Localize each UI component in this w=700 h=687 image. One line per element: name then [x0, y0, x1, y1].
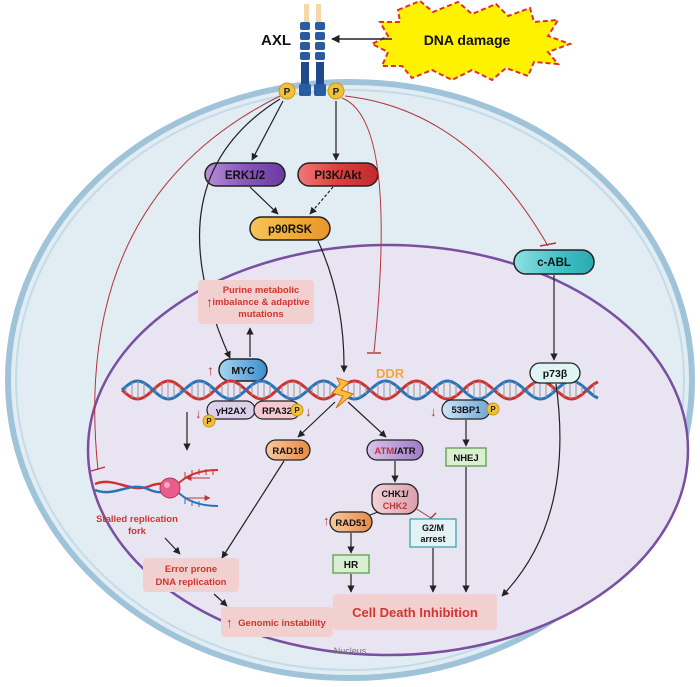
fork-label-line2: fork: [128, 526, 147, 537]
axl-inhibits-fork-line: [94, 95, 281, 471]
rad18-to-errorprone-arrow: [221, 460, 285, 559]
atm-label: ATM: [374, 446, 394, 457]
svg-text:RAD18: RAD18: [272, 446, 303, 457]
purine-up-arrow: ↑: [206, 294, 213, 310]
erk-to-p90rsk-arrow: [249, 186, 279, 215]
dna-damage-starburst: [369, 0, 573, 82]
svg-text:imbalance & adaptive: imbalance & adaptive: [212, 297, 309, 308]
53bp1-down-arrow: ↓: [430, 404, 437, 419]
error-prone-box: Error prone DNA replication: [143, 558, 239, 592]
axl-receptor: [299, 4, 326, 96]
cabl-node: c-ABL: [513, 249, 595, 275]
pi3k-to-p90rsk-arrow: [309, 186, 334, 215]
rpa32-phospho: P: [290, 403, 304, 417]
svg-text:PI3K/Akt: PI3K/Akt: [314, 170, 361, 182]
cell-membrane-inner: [15, 89, 685, 671]
svg-text:P: P: [284, 87, 291, 98]
hr-node: HR: [332, 554, 370, 574]
53bp1-node: 53BP1: [441, 399, 491, 420]
h2ax-phospho: P: [202, 414, 216, 428]
p73b-to-celldeath-arrow: [501, 383, 561, 597]
svg-text:Genomic instability: Genomic instability: [238, 618, 326, 629]
rad51-up-arrow: ↑: [323, 513, 330, 528]
dna-break-icon: [331, 377, 355, 409]
axl-inhibits-cabl-line: [344, 95, 549, 247]
svg-text:P: P: [490, 405, 496, 414]
svg-text:P: P: [206, 417, 212, 426]
myc-up-arrow: ↑: [207, 362, 214, 378]
svg-text:Purine metabolic: Purine metabolic: [223, 285, 300, 296]
rpa32-down-arrow: ↓: [305, 404, 312, 419]
errorprone-to-genomic-arrow: [213, 593, 228, 607]
nucleus-label: Nucleus: [334, 646, 367, 656]
g2m-node: G2/M arrest: [409, 518, 457, 548]
chk2-label: CHK2: [383, 501, 408, 511]
cabl-inhibit-bar: [539, 242, 557, 247]
svg-text:RAD51: RAD51: [335, 518, 367, 529]
h2ax-down-arrow: ↓: [195, 406, 202, 421]
pi3k-node: PI3K/Akt: [297, 162, 379, 187]
dna-damage-label: DNA damage: [424, 32, 511, 48]
erk-node: ERK1/2: [204, 162, 286, 187]
p73b-node: p73β: [529, 362, 581, 384]
svg-text:MYC: MYC: [231, 365, 255, 377]
chk1-label: CHK1/: [381, 489, 409, 499]
axl-inhibits-ddr-line: [341, 97, 382, 353]
svg-text:P: P: [333, 87, 340, 98]
atm-atr-node: ATM/ATR: [366, 439, 424, 461]
h2ax-node: γH2AX: [206, 400, 256, 420]
fork-inhibit-bar: [90, 466, 106, 472]
axl-phospho-left: P: [278, 82, 296, 100]
myc-node: MYC: [218, 358, 268, 382]
fork-to-errorprone-arrow: [164, 537, 181, 555]
nhej-node: NHEJ: [445, 447, 487, 467]
purine-imbalance-box: ↑ Purine metabolic imbalance & adaptive …: [198, 280, 314, 324]
svg-text:HR: HR: [344, 560, 359, 571]
chk-node: CHK1/ CHK2: [371, 483, 419, 515]
svg-text:RPA32: RPA32: [262, 406, 292, 417]
svg-text:DNA replication: DNA replication: [156, 577, 227, 588]
rad18-node: RAD18: [265, 439, 311, 461]
svg-text:Error prone: Error prone: [165, 564, 217, 575]
svg-text:mutations: mutations: [238, 309, 283, 320]
ddr-to-rad18-arrow: [297, 401, 336, 438]
svg-text:Cell Death Inhibition: Cell Death Inhibition: [352, 605, 478, 620]
svg-text:ERK1/2: ERK1/2: [225, 170, 265, 182]
ddr-label: DDR: [376, 366, 405, 381]
ddr-to-atm-arrow: [347, 401, 387, 438]
svg-text:p90RSK: p90RSK: [268, 224, 313, 236]
cell-death-inhibition-box: Cell Death Inhibition: [333, 594, 497, 630]
dna-double-helix: [120, 379, 599, 401]
svg-text:53BP1: 53BP1: [451, 405, 481, 416]
genomic-up-arrow: ↑: [226, 615, 233, 630]
atr-label: /ATR: [394, 446, 416, 457]
svg-text:NHEJ: NHEJ: [453, 453, 478, 464]
svg-text:p73β: p73β: [543, 368, 568, 380]
chk-inhibits-g2m-line: [414, 507, 432, 519]
rad51-node: RAD51: [329, 511, 373, 533]
axl-phospho-right: P: [327, 82, 345, 100]
svg-text:G2/M: G2/M: [422, 523, 444, 533]
p90rsk-node: p90RSK: [249, 216, 331, 241]
53bp1-phospho: P: [486, 402, 500, 416]
p90rsk-to-ddr-arrow: [317, 240, 348, 373]
fork-label-line1: Stalled replication: [96, 514, 178, 525]
replication-fork-icon: [94, 469, 219, 507]
svg-text:arrest: arrest: [420, 534, 445, 544]
svg-text:ATM/ATR: ATM/ATR: [374, 446, 415, 457]
svg-text:γH2AX: γH2AX: [216, 406, 247, 417]
axl-label: AXL: [261, 32, 291, 49]
svg-text:c-ABL: c-ABL: [537, 257, 571, 269]
axl-to-erk-arrow: [251, 100, 284, 161]
genomic-instability-box: ↑ Genomic instability: [221, 607, 333, 637]
svg-text:P: P: [294, 406, 300, 415]
